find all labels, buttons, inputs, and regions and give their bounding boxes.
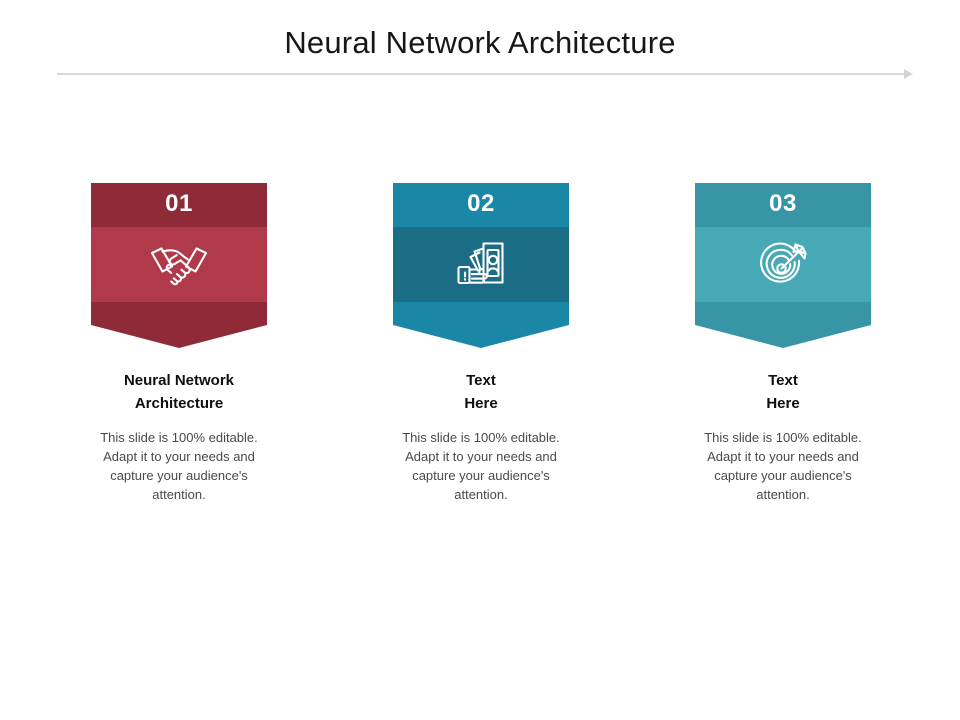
cards-row: 01 Neural Network bbox=[0, 183, 960, 513]
card-03-body: This slide is 100% editable. Adapt it to… bbox=[704, 430, 862, 502]
card-02-banner-mid bbox=[393, 227, 569, 302]
card-01-banner-point bbox=[91, 325, 267, 348]
cash-in-hand-icon bbox=[393, 227, 569, 302]
card-02-banner-point bbox=[393, 325, 569, 348]
card-01-banner-top bbox=[91, 183, 267, 227]
card-02-banner-bottom bbox=[393, 302, 569, 325]
card-02-body: This slide is 100% editable. Adapt it to… bbox=[402, 430, 560, 502]
card-02-banner: 02 bbox=[393, 183, 569, 348]
card-02-banner-top bbox=[393, 183, 569, 227]
divider-line bbox=[57, 73, 905, 75]
card-01[interactable]: 01 Neural Network bbox=[91, 183, 267, 502]
card-02-heading: Text Here bbox=[381, 369, 581, 415]
card-01-banner: 01 bbox=[91, 183, 267, 348]
arrow-right-icon bbox=[904, 69, 913, 79]
card-01-heading-line2: Architecture bbox=[134, 395, 224, 412]
card-01-body: This slide is 100% editable. Adapt it to… bbox=[100, 430, 258, 502]
card-03-banner: 03 bbox=[695, 183, 871, 348]
card-03-banner-bottom bbox=[695, 302, 871, 325]
card-01-banner-bottom bbox=[91, 302, 267, 325]
card-02[interactable]: 02 bbox=[393, 183, 569, 502]
card-01-heading: Neural Network Architecture bbox=[79, 369, 279, 415]
page-title: Neural Network Architecture bbox=[284, 25, 676, 60]
card-01-heading-line1: Neural Network bbox=[123, 372, 235, 389]
card-02-number: 02 bbox=[467, 190, 495, 217]
card-03-heading: Text Here bbox=[683, 369, 883, 415]
card-03-banner-top bbox=[695, 183, 871, 227]
handshake-icon bbox=[91, 227, 267, 302]
card-03[interactable]: 03 Text Here bbox=[695, 183, 871, 502]
card-03-heading-line1: Text bbox=[768, 372, 798, 389]
card-02-heading-line2: Here bbox=[464, 395, 498, 412]
title-divider bbox=[57, 69, 913, 79]
card-01-number: 01 bbox=[165, 190, 193, 217]
card-02-heading-line1: Text bbox=[466, 372, 496, 389]
card-03-banner-point bbox=[695, 325, 871, 348]
card-03-number: 03 bbox=[769, 190, 797, 217]
target-dart-icon bbox=[695, 227, 871, 302]
card-01-banner-mid bbox=[91, 227, 267, 302]
card-03-heading-line2: Here bbox=[766, 395, 800, 412]
